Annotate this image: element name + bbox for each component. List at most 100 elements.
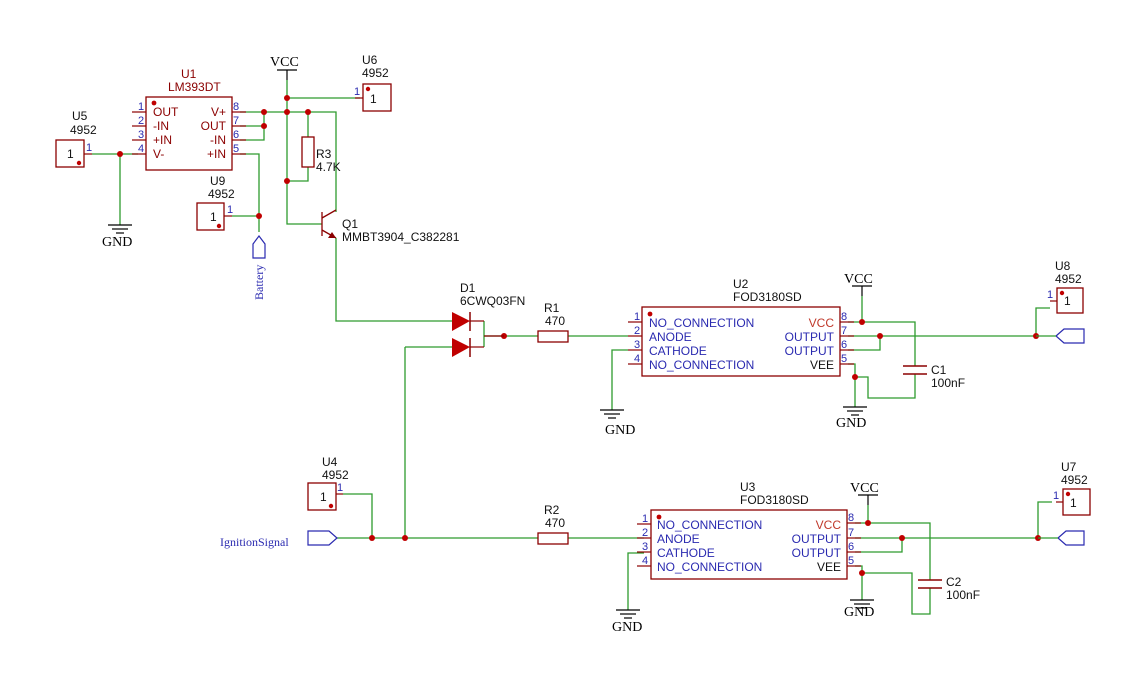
- u4-pin-label: 1: [320, 490, 327, 504]
- r2-resistor[interactable]: R2 470: [537, 503, 569, 545]
- u3-pin-num: 3: [642, 541, 648, 553]
- u2-pin-label: OUTPUT: [785, 330, 835, 344]
- u1-pin-num: 2: [138, 115, 144, 127]
- c1-capacitor[interactable]: C1 100nF: [903, 363, 965, 390]
- u8-connector[interactable]: U8 4952 1 1: [1047, 259, 1084, 314]
- r3-resistor[interactable]: R3 4.7K: [301, 136, 341, 174]
- gnd-symbol-u3-left: GND: [612, 609, 642, 635]
- u1-pin-num: 6: [233, 129, 239, 141]
- output-flag-u3[interactable]: [1038, 530, 1085, 546]
- u5-connector[interactable]: U5 4952 1 1: [55, 109, 97, 168]
- d1-diode-b-icon: [452, 338, 470, 357]
- gnd-label: GND: [844, 605, 874, 620]
- u2-optocoupler[interactable]: U2 FOD3180SD 1 2 3 4 NO_CONNECTION ANODE…: [628, 277, 854, 377]
- u2-pin-num: 5: [841, 353, 847, 365]
- u7-connector[interactable]: U7 4952 1 1: [1053, 460, 1091, 516]
- u8-ref: U8: [1055, 259, 1071, 273]
- u1-pin-label: V-: [153, 147, 164, 161]
- u2-value: FOD3180SD: [733, 290, 802, 304]
- u3-pin-num: 8: [848, 512, 854, 524]
- u3-body: [650, 509, 848, 580]
- net-flag-icon: [1057, 530, 1085, 546]
- u1-pin-label: +IN: [153, 133, 172, 147]
- u1-pin-num: 8: [233, 101, 239, 113]
- u4-value: 4952: [322, 468, 349, 482]
- battery-net-label[interactable]: Battery: [252, 235, 266, 300]
- output-flag-u2[interactable]: [1036, 328, 1085, 344]
- u1-value: LM393DT: [168, 80, 221, 94]
- u5-value: 4952: [70, 123, 97, 137]
- u7-value: 4952: [1061, 473, 1088, 487]
- u2-pin-num: 2: [634, 325, 640, 337]
- vcc-label: VCC: [270, 55, 299, 70]
- u3-pin-num: 7: [848, 527, 854, 539]
- battery-label: Battery: [252, 265, 266, 300]
- u8-pin-num: 1: [1047, 289, 1053, 301]
- u2-pin-num: 8: [841, 311, 847, 323]
- u3-pin-num: 5: [848, 555, 854, 567]
- c1-value: 100nF: [931, 376, 965, 390]
- d1-diode-a-icon: [452, 312, 470, 331]
- net-flag-icon: [307, 530, 338, 546]
- u7-pin-num: 1: [1053, 490, 1059, 502]
- u3-optocoupler[interactable]: U3 FOD3180SD 1 2 3 4 NO_CONNECTION ANODE…: [637, 480, 861, 580]
- u2-pin-label: CATHODE: [649, 344, 707, 358]
- ignition-signal-label: IgnitionSignal: [220, 535, 289, 549]
- u5-pin-num: 1: [86, 142, 92, 154]
- u3-pin-num: 4: [642, 555, 648, 567]
- gnd-label: GND: [102, 235, 132, 250]
- u6-connector[interactable]: U6 4952 1 1: [354, 53, 392, 112]
- u3-pin-label: NO_CONNECTION: [657, 518, 762, 532]
- c2-capacitor[interactable]: C2 100nF: [918, 575, 980, 602]
- u9-pin-num: 1: [227, 204, 233, 216]
- u9-pin-label: 1: [210, 210, 217, 224]
- r1-resistor[interactable]: R1 470: [537, 301, 569, 343]
- u2-pin-num: 6: [841, 339, 847, 351]
- u3-pin-label: NO_CONNECTION: [657, 560, 762, 574]
- r1-ref: R1: [544, 301, 560, 315]
- u4-body: [307, 482, 337, 511]
- u6-pin-num: 1: [354, 86, 360, 98]
- u1-pin-label: -IN: [210, 133, 226, 147]
- u1-pin-num: 4: [138, 143, 144, 155]
- vcc-label: VCC: [844, 272, 873, 287]
- gnd-symbol-u3-right: GND: [844, 599, 874, 620]
- u1-pin-num: 7: [233, 115, 239, 127]
- u7-pin-label: 1: [1070, 496, 1077, 510]
- u6-ref: U6: [362, 53, 378, 67]
- wires: [92, 80, 1052, 615]
- u3-pin-num: 2: [642, 527, 648, 539]
- gnd-symbol-u5: GND: [102, 224, 132, 250]
- q1-collector: [321, 209, 337, 219]
- r2-value: 470: [545, 516, 565, 530]
- r2-body: [537, 532, 569, 545]
- u1-comparator[interactable]: U1 LM393DT 1 2 3 4 OUT -IN +IN V- 8 7 6 …: [132, 67, 246, 171]
- u1-pin-num: 5: [233, 143, 239, 155]
- u9-connector[interactable]: U9 4952 1 1: [196, 174, 235, 231]
- c2-value: 100nF: [946, 588, 980, 602]
- r1-body: [537, 330, 569, 343]
- d1-value: 6CWQ03FN: [460, 294, 525, 308]
- u2-pin-num: 4: [634, 353, 640, 365]
- vcc-label: VCC: [850, 481, 879, 496]
- u1-pin-label: OUT: [153, 105, 179, 119]
- u4-connector[interactable]: U4 4952 1 1: [307, 455, 349, 511]
- u1-pin-label: V+: [211, 105, 226, 119]
- ignition-signal-net-label[interactable]: IgnitionSignal: [220, 530, 338, 549]
- u3-pin-label: VCC: [816, 518, 842, 532]
- u2-body: [641, 306, 841, 377]
- u9-ref: U9: [210, 174, 226, 188]
- d1-dual-diode[interactable]: D1 6CWQ03FN: [452, 281, 525, 357]
- u2-pin-label: NO_CONNECTION: [649, 358, 754, 372]
- u3-pin-label: CATHODE: [657, 546, 715, 560]
- u2-pin-num: 1: [634, 311, 640, 323]
- q1-transistor[interactable]: Q1 MMBT3904_C382281: [321, 209, 460, 244]
- u2-pin-num: 3: [634, 339, 640, 351]
- u2-pin-label: NO_CONNECTION: [649, 316, 754, 330]
- u3-pin-num: 1: [642, 513, 648, 525]
- u1-pin-label: -IN: [153, 119, 169, 133]
- vcc-symbol-u2: VCC: [844, 272, 873, 296]
- gnd-label: GND: [612, 620, 642, 635]
- c1-ref: C1: [931, 363, 947, 377]
- gnd-symbol-u2-right: GND: [836, 406, 867, 431]
